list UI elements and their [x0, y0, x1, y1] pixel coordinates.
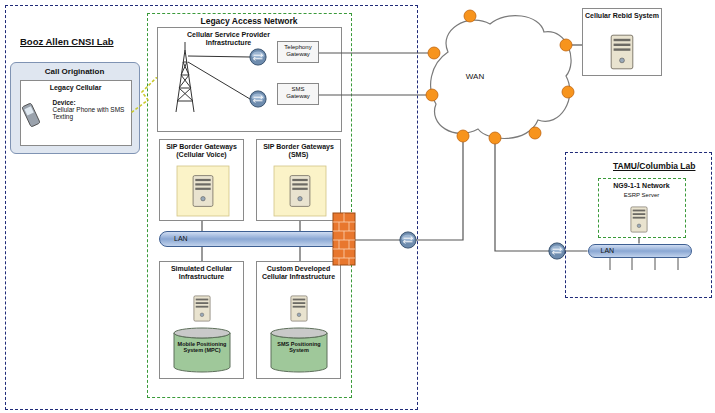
network-link: [495, 142, 588, 251]
firewall: [333, 213, 355, 265]
gateway-label: SMS Gateway: [277, 83, 319, 105]
node-title: SMS Gateway: [279, 86, 317, 100]
gateway-box: SIP Border Gateways (Cellular Voice): [159, 139, 244, 221]
telephony-router: [250, 49, 266, 65]
node-title: Legacy Access Network: [148, 17, 351, 27]
network-link: [347, 142, 463, 240]
network-link: [638, 238, 639, 244]
cell-phone: [22, 103, 40, 127]
sip-voice-server: [177, 166, 229, 216]
origination-box: Call OriginationLegacy CellularDevice:Ce…: [10, 62, 140, 154]
simulated-server: [194, 296, 210, 321]
network-boundary: Legacy Access NetworkCellular Service Pr…: [147, 13, 352, 398]
node-title: Custom Developed Cellular Infrastructure: [259, 265, 338, 281]
node-title: TAMU/Columbia Lab: [613, 162, 711, 172]
lab-boundary: Booz Allen CNSI LabCall OriginationLegac…: [5, 5, 418, 410]
node-title: SMS Positioning System: [273, 341, 325, 354]
node-title: Call Origination: [11, 67, 139, 76]
network-link: [319, 52, 428, 53]
node-title: Mobile Positioning System (MPC): [176, 341, 228, 354]
node-title: Simulated Cellular Infrastructure: [162, 265, 241, 281]
network-boundary: NG9-1-1 NetworkESRP Server: [598, 178, 686, 238]
sip-sms-server: [274, 166, 326, 216]
database-cylinder: SMS Positioning System: [270, 327, 328, 373]
wan-port: [426, 10, 574, 144]
node-title: Cellular Rebid System: [585, 12, 659, 20]
node-title: NG9-1-1 Network: [599, 182, 685, 190]
gateway-box: SIP Border Gateways (SMS): [256, 139, 341, 221]
network-link: [319, 94, 428, 95]
rebid-server: [611, 35, 633, 69]
node-title: Cellular Service Provider Infrastructure: [176, 31, 281, 47]
server-box: Cellular Rebid System: [582, 8, 662, 76]
esrp-server: [631, 207, 647, 232]
node-title: LAN: [601, 247, 691, 255]
lab-router: [400, 232, 416, 248]
lab-boundary: TAMU/Columbia LabNG9-1-1 NetworkESRP Ser…: [565, 152, 712, 298]
lan-bus: LAN: [588, 244, 692, 258]
node-title: Telephony Gateway: [279, 44, 317, 58]
network-link: [299, 247, 300, 261]
node-text: Cellular Phone with SMS Texting: [53, 106, 127, 121]
lan-drops: [610, 258, 678, 270]
network-link: [299, 221, 300, 231]
node-title: SIP Border Gateways (SMS): [259, 143, 338, 159]
node-title: WAN: [428, 72, 522, 81]
cell-tower: [176, 42, 194, 112]
lan-bus: LAN: [159, 231, 347, 247]
gateway-label: Telephony Gateway: [277, 41, 319, 63]
custom-server: [291, 296, 307, 321]
network-link: [572, 44, 582, 45]
tamu-router: [549, 243, 565, 259]
wan-cloud: WAN: [428, 12, 572, 142]
node-title: SIP Border Gateways (Cellular Voice): [162, 143, 241, 159]
sms-router: [250, 91, 266, 107]
network-link: [201, 221, 202, 231]
device-box: Legacy CellularDevice:Cellular Phone wit…: [20, 80, 132, 146]
cloud-outline: [428, 12, 572, 142]
tower-link: [188, 56, 250, 99]
wireless-link: [132, 78, 158, 113]
infrastructure-box: Custom Developed Cellular Infrastructure…: [256, 261, 341, 379]
node-title: Legacy Cellular: [25, 84, 127, 92]
node-title: LAN: [174, 235, 346, 243]
node-text: Device:: [53, 99, 127, 106]
infrastructure-box: Simulated Cellular InfrastructureMobile …: [159, 261, 244, 379]
database-cylinder: Mobile Positioning System (MPC): [173, 327, 231, 373]
node-text: ESRP Server: [599, 192, 685, 199]
network-link: [201, 247, 202, 261]
provider-box: Cellular Service Provider Infrastructure…: [157, 27, 342, 132]
